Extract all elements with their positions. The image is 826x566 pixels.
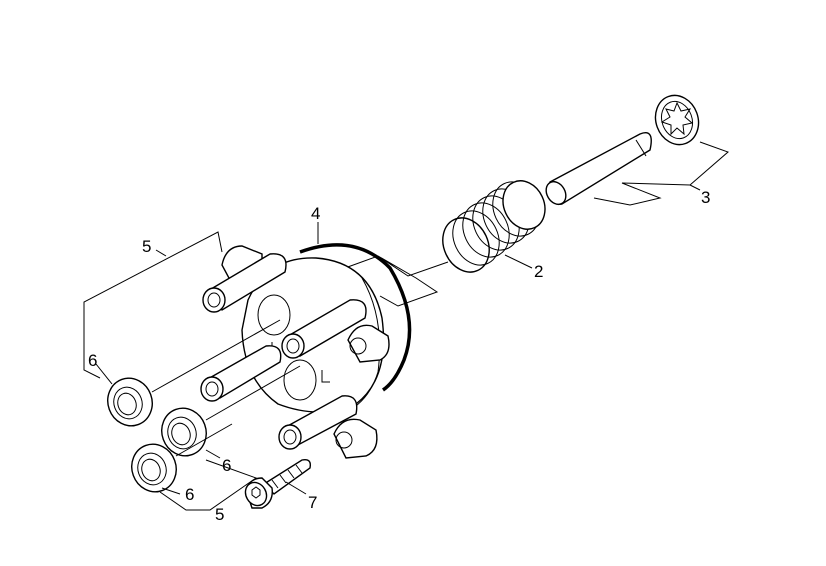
leader-2	[504, 254, 533, 269]
sealing-ring-1	[107, 377, 153, 427]
leader-rings-to-body	[151, 319, 301, 457]
leader-6-a	[95, 363, 113, 385]
callout-5-upper: 5	[142, 237, 151, 256]
callout-5-lower: 5	[215, 505, 224, 524]
compression-spring	[442, 180, 546, 273]
leader-5-lower	[159, 459, 258, 511]
callout-6-c: 6	[185, 485, 194, 504]
leader-5-upper-tick	[155, 249, 167, 257]
retaining-washer	[654, 94, 700, 146]
pin	[545, 132, 652, 206]
leader-5-upper	[83, 231, 223, 379]
leader-7	[285, 481, 307, 495]
callout-6-b: 6	[222, 456, 231, 475]
callout-4: 4	[311, 204, 320, 223]
sealing-ring-2	[161, 407, 207, 457]
sealing-ring-3	[131, 443, 177, 493]
callout-7: 7	[308, 493, 317, 512]
callout-2: 2	[534, 262, 543, 281]
leader-body-spring	[344, 255, 449, 307]
leader-6-c	[161, 487, 181, 495]
leader-3	[593, 141, 729, 206]
callout-3: 3	[701, 188, 710, 207]
leader-3-tail	[689, 184, 701, 191]
valve-body	[200, 245, 390, 459]
o-ring	[299, 243, 412, 392]
callout-6-a: 6	[88, 351, 97, 370]
socket-head-screw	[244, 458, 312, 509]
leader-6-b	[205, 449, 221, 459]
